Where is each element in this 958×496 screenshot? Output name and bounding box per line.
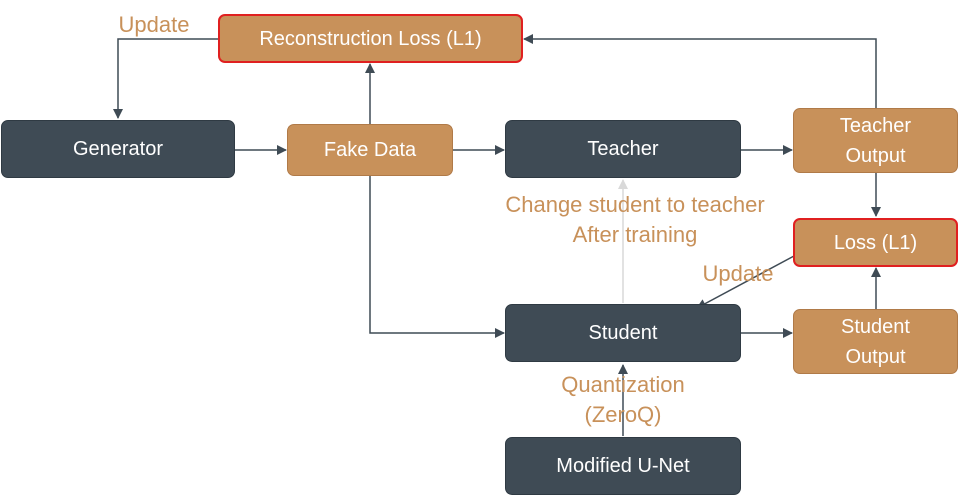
arrow-recon-to-generator (113, 38, 218, 119)
arrow-fakedata-to-student (369, 176, 505, 338)
change-student-label: Change student to teacher After training (505, 192, 765, 247)
student-box: Student (505, 304, 741, 362)
reconstruction-loss-box: Reconstruction Loss (L1) (218, 14, 523, 63)
arrow-loss-to-student (696, 255, 795, 309)
teacher-box: Teacher (505, 120, 741, 178)
loss-box: Loss (L1) (793, 218, 958, 267)
quantization-label: Quantization (ZeroQ) (561, 372, 685, 427)
generator-box: Generator (1, 120, 235, 178)
update-generator-label: Update (118, 12, 190, 37)
modified-unet-box: Modified U-Net (505, 437, 741, 495)
update-student-label: Update (702, 261, 774, 286)
student-output-box: Student Output (793, 309, 958, 374)
arrow-teacheroutput-to-recon (523, 34, 877, 108)
fake-data-box: Fake Data (287, 124, 453, 176)
teacher-output-box: Teacher Output (793, 108, 958, 173)
